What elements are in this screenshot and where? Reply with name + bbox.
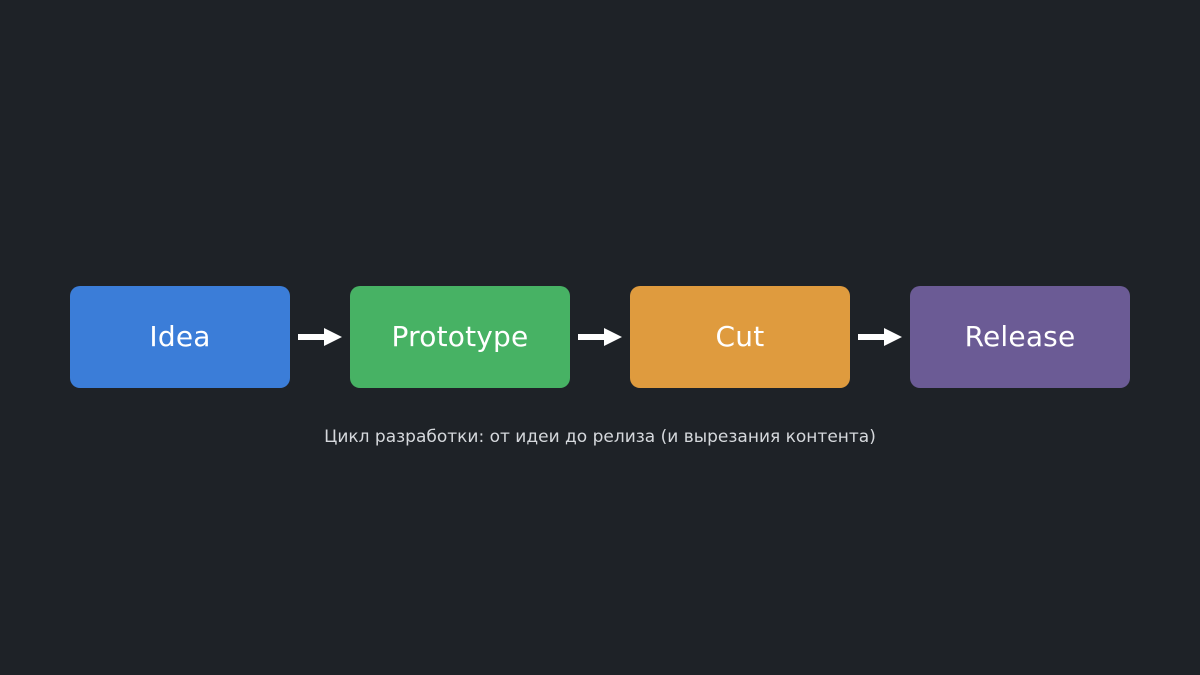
node-prototype-label: Prototype [391,320,529,353]
node-prototype[interactable]: Prototype [350,286,570,388]
arrow-right-icon [858,328,902,346]
connector-idea-to-prototype [290,286,350,388]
diagram-caption: Цикл разработки: от идеи до релиза (и вы… [324,427,876,447]
connector-cut-to-release [850,286,910,388]
arrow-right-icon [578,328,622,346]
node-idea[interactable]: Idea [70,286,290,388]
arrow-right-icon [298,328,342,346]
node-release[interactable]: Release [910,286,1130,388]
node-cut-label: Cut [715,320,765,353]
process-flow-row: Idea Prototype Cut [0,286,1200,388]
connector-prototype-to-cut [570,286,630,388]
node-release-label: Release [964,320,1076,353]
node-idea-label: Idea [149,320,211,353]
node-cut[interactable]: Cut [630,286,850,388]
